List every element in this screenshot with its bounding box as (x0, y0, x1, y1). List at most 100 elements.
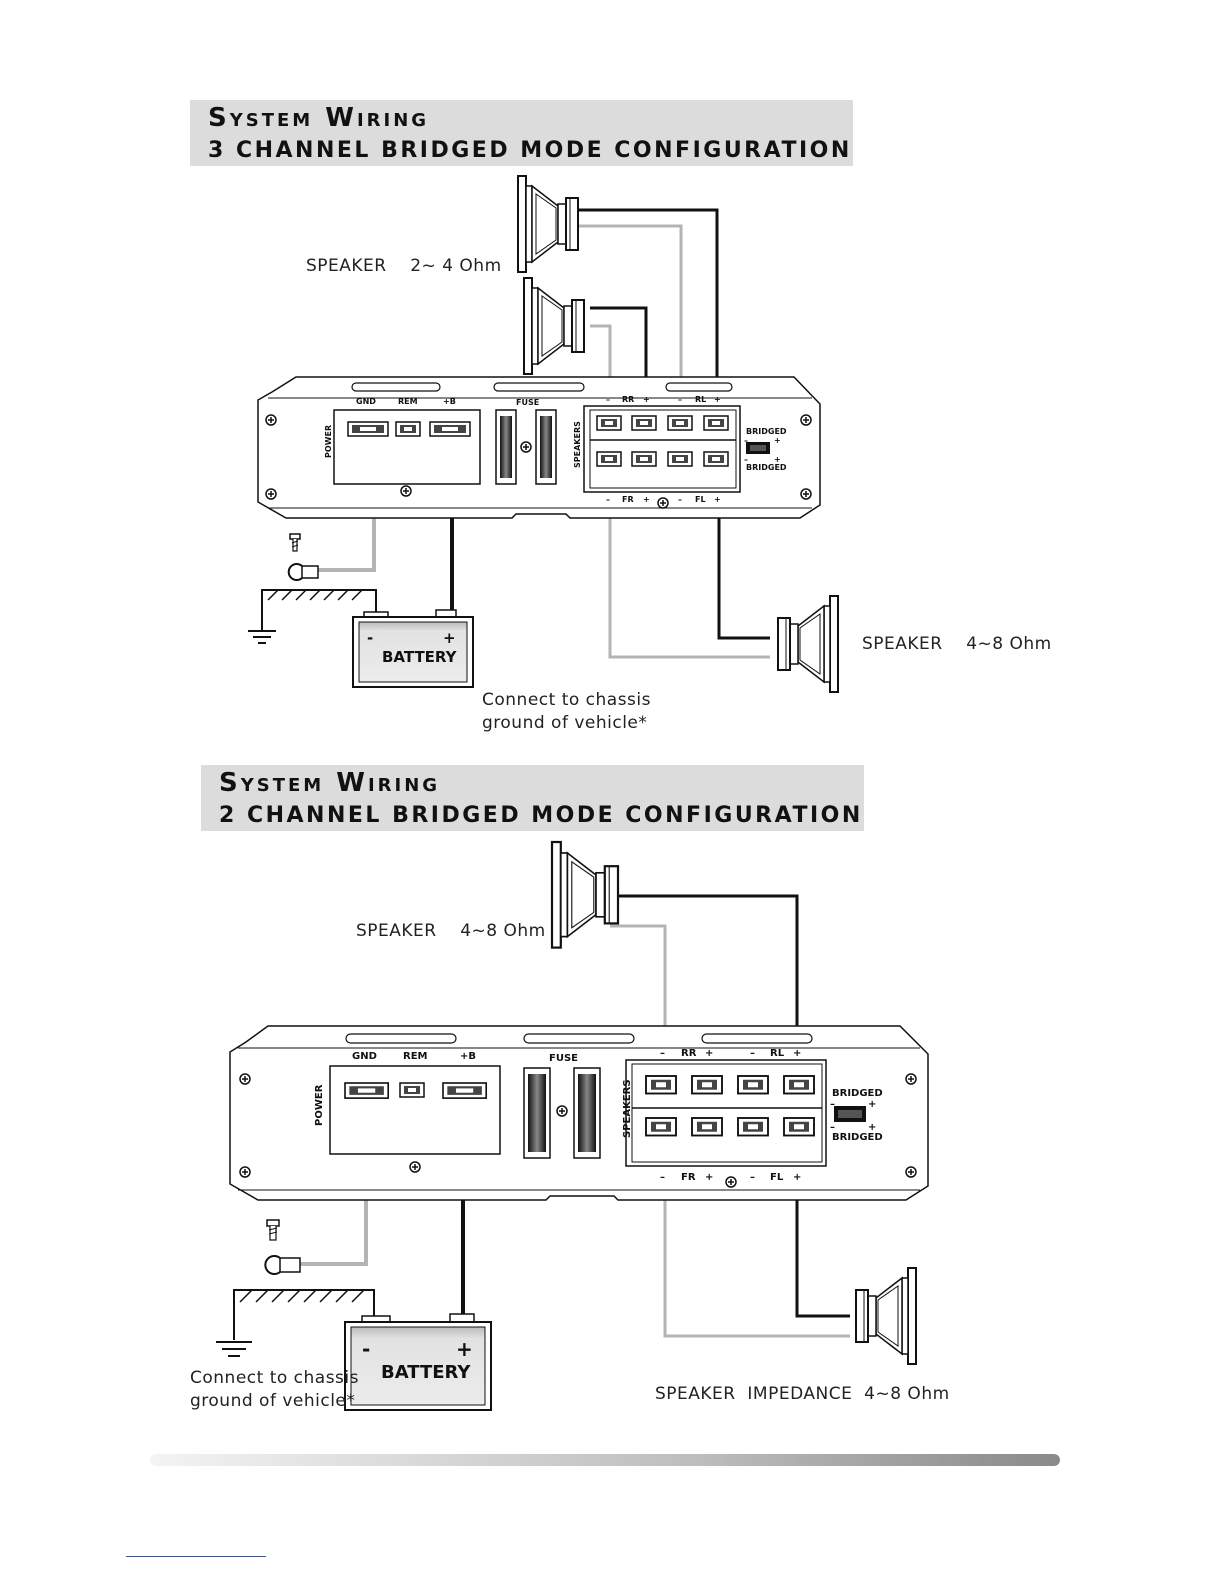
label-minus: – (660, 1172, 665, 1183)
label-plus: + (705, 1048, 713, 1059)
speaker-icon (855, 1267, 917, 1365)
wire-rl-plus (610, 894, 799, 1046)
chassis-note: ground of vehicle* (482, 713, 647, 733)
label-bridged: BRIDGED (746, 427, 787, 436)
screw-icon (266, 1219, 280, 1241)
label-minus: – (678, 495, 682, 504)
label-b-plus: +B (443, 397, 456, 406)
wire-fl-plus (795, 1180, 850, 1318)
label-plus: + (793, 1048, 801, 1059)
footer-divider (150, 1454, 1060, 1466)
bolt-icon (265, 414, 277, 426)
diagram-2ch: GND REM +B POWER FUSE (190, 840, 950, 1411)
label-plus: + (793, 1172, 801, 1183)
label-plus: + (714, 395, 721, 404)
wire-fr-minus (608, 505, 770, 659)
label-speakers: SPEAKERS (573, 421, 582, 468)
wire-rl-plus (578, 208, 719, 395)
battery: - + BATTERY (344, 1313, 492, 1411)
label-b-plus: +B (460, 1051, 476, 1062)
section-title: System Wiring (219, 768, 441, 798)
label-rl: RL (770, 1048, 785, 1059)
label-fuse: FUSE (549, 1053, 578, 1064)
battery-minus: - (362, 1337, 370, 1361)
battery-plus: + (443, 629, 456, 647)
label-minus: – (830, 1122, 835, 1133)
speaker-icon (523, 277, 585, 375)
speaker-bottom-label: SPEAKER 4~8 Ohm (862, 634, 1052, 654)
label-fr: FR (622, 495, 634, 504)
label-rr: RR (681, 1048, 697, 1059)
ring-terminal-icon (264, 1255, 301, 1275)
label-plus: + (705, 1172, 713, 1183)
battery: - + BATTERY (352, 609, 474, 688)
label-power: POWER (314, 1084, 325, 1126)
label-bridged: BRIDGED (832, 1088, 883, 1099)
label-minus: – (660, 1048, 665, 1059)
label-fl: FL (695, 495, 706, 504)
speaker-top-label: SPEAKER 4~8 Ohm (356, 921, 546, 941)
label-speakers: SPEAKERS (622, 1079, 633, 1138)
battery-minus: - (367, 629, 373, 647)
chassis-ground (248, 589, 377, 644)
screw-icon (289, 533, 301, 552)
label-plus: + (868, 1122, 876, 1133)
speaker-icon (777, 595, 839, 693)
diagram-3ch: GND REM +B POWER FUSE (248, 175, 1052, 733)
label-plus: + (643, 395, 650, 404)
speaker-bottom-label: SPEAKER IMPEDANCE 4~8 Ohm (655, 1384, 950, 1404)
label-gnd: GND (352, 1051, 377, 1062)
footer-link-underline (126, 1556, 266, 1557)
label-minus: – (606, 495, 610, 504)
section-header-3ch: System Wiring 3 CHANNEL BRIDGED MODE CON… (190, 100, 853, 166)
label-minus: – (750, 1172, 755, 1183)
section-header-2ch: System Wiring 2 CHANNEL BRIDGED MODE CON… (201, 765, 864, 831)
label-plus: + (774, 436, 781, 445)
label-rl: RL (695, 395, 706, 404)
bolt-icon (265, 488, 277, 500)
speaker-top-label: SPEAKER 2~ 4 Ohm (306, 256, 502, 276)
speaker-icon (517, 175, 579, 273)
label-power: POWER (324, 425, 333, 458)
section-subtitle: 3 CHANNEL BRIDGED MODE CONFIGURATION (208, 138, 852, 163)
amplifier: GND REM +B POWER FUSE (257, 376, 821, 519)
battery-label: BATTERY (381, 1362, 471, 1383)
label-bridged: BRIDGED (832, 1132, 883, 1143)
wire-fl-plus (717, 505, 770, 640)
chassis-note: ground of vehicle* (190, 1391, 355, 1411)
label-minus: – (678, 395, 682, 404)
label-fr: FR (681, 1172, 696, 1183)
label-gnd: GND (356, 397, 376, 406)
label-fl: FL (770, 1172, 784, 1183)
ring-terminal-icon (287, 563, 319, 581)
chassis-ground (216, 1289, 375, 1357)
wire-rr-plus (590, 306, 648, 395)
wire-fr-minus (663, 1180, 850, 1338)
amplifier: GND REM +B POWER FUSE (229, 1025, 929, 1201)
wire-rl-minus (578, 224, 683, 395)
label-rem: REM (403, 1051, 428, 1062)
section-title: System Wiring (208, 103, 430, 133)
label-plus: + (868, 1099, 876, 1110)
battery-label: BATTERY (382, 648, 458, 666)
label-bridged: BRIDGED (746, 463, 787, 472)
label-minus: – (744, 436, 748, 445)
speaker-icon (550, 840, 620, 949)
label-rr: RR (622, 395, 634, 404)
label-plus: + (714, 495, 721, 504)
bolt-icon (800, 488, 812, 500)
wire-rr-minus (590, 324, 612, 395)
label-minus: – (750, 1048, 755, 1059)
label-minus: – (744, 455, 748, 464)
label-minus: – (830, 1099, 835, 1110)
wire-rr-minus (610, 924, 667, 1046)
label-fuse: FUSE (516, 398, 539, 407)
label-plus: + (774, 455, 781, 464)
chassis-note: Connect to chassis (190, 1368, 359, 1388)
label-plus: + (643, 495, 650, 504)
chassis-note: Connect to chassis (482, 690, 651, 710)
label-rem: REM (398, 397, 418, 406)
label-minus: – (606, 395, 610, 404)
